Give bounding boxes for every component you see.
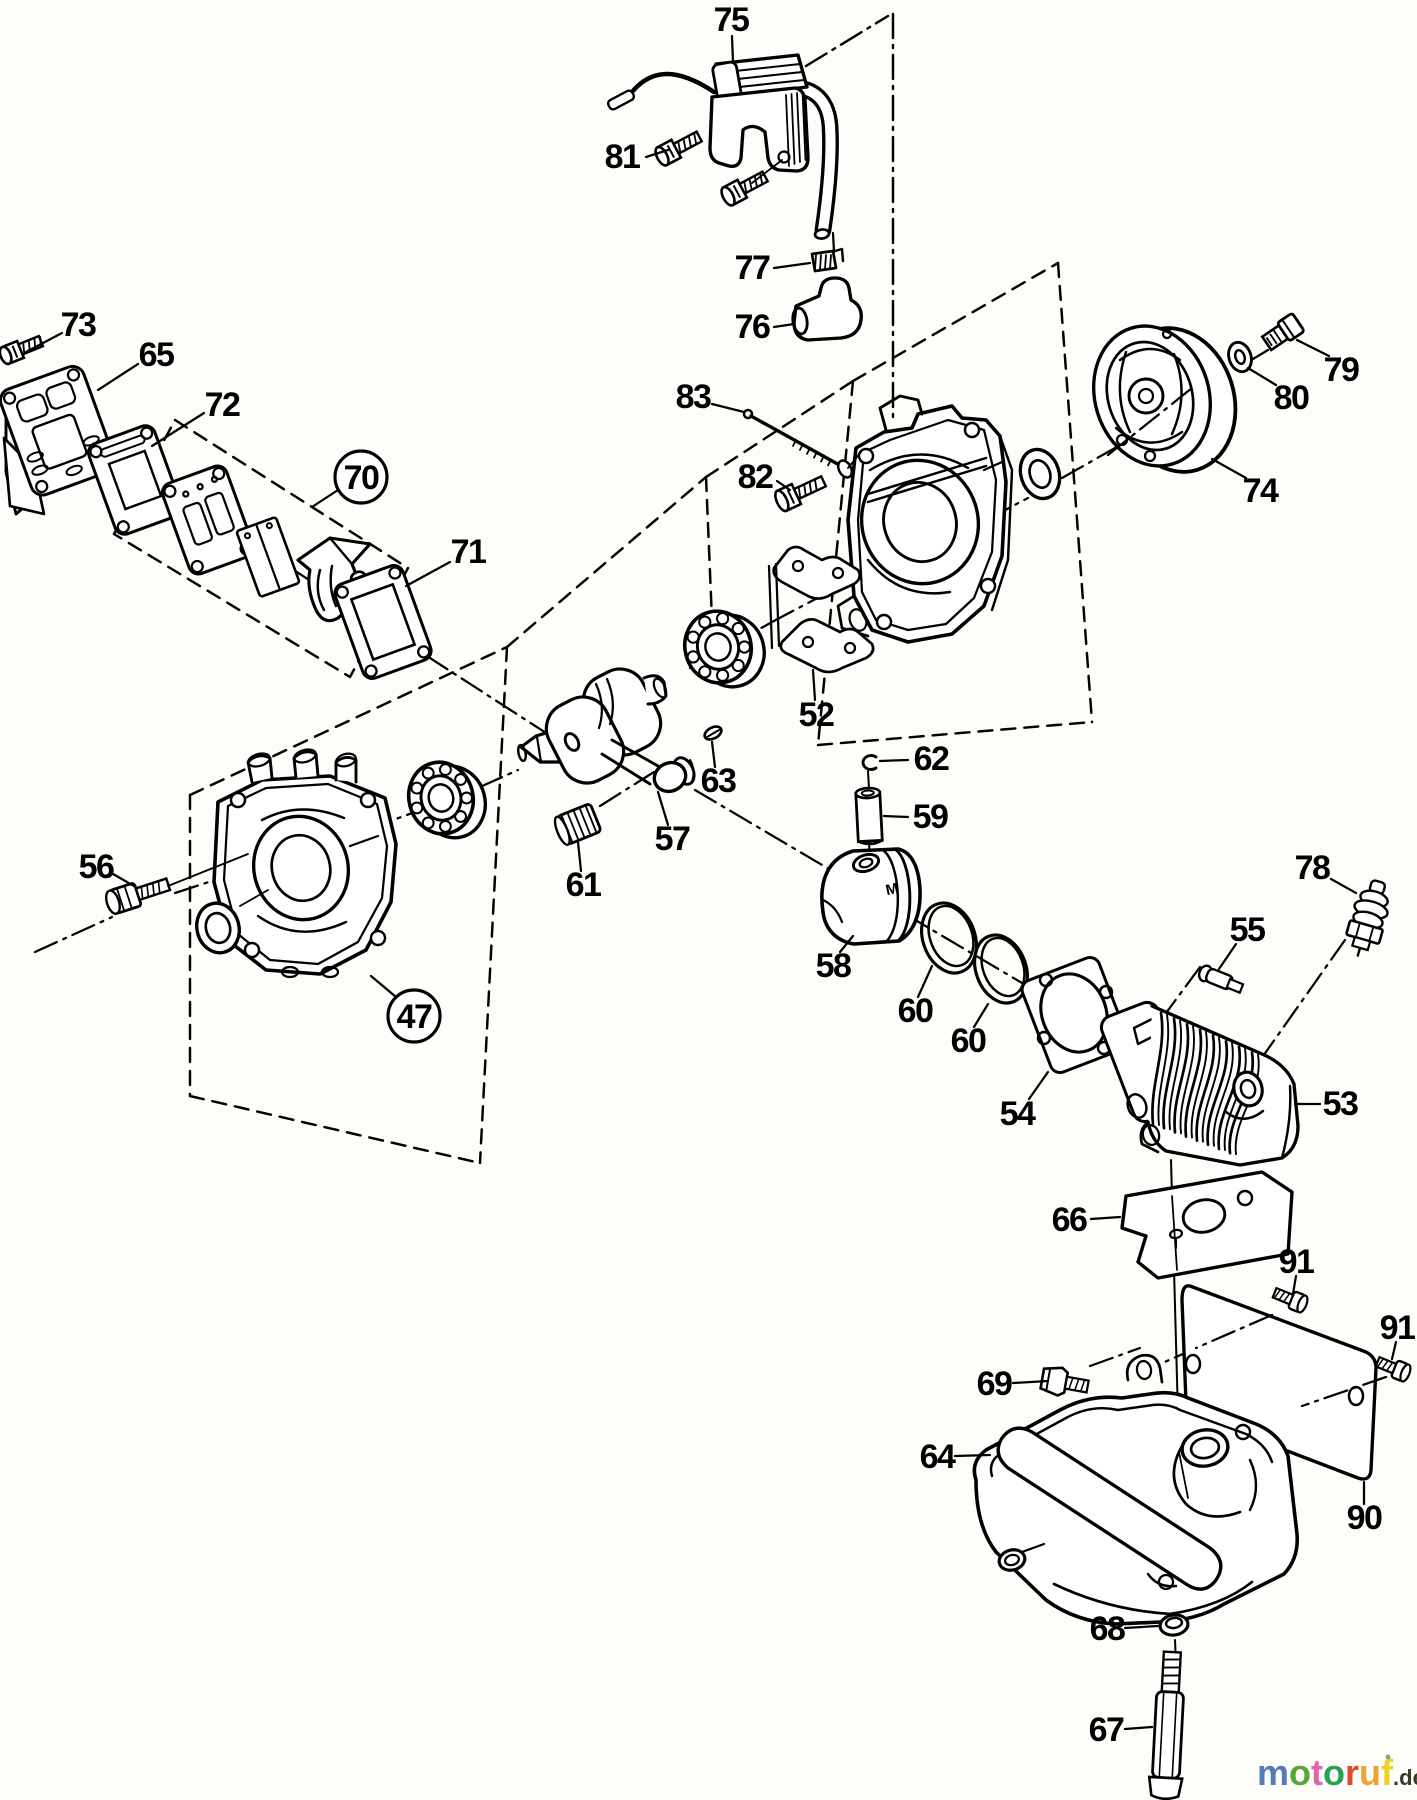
svg-text:80: 80 — [1274, 379, 1309, 417]
svg-text:66: 66 — [1052, 1201, 1087, 1239]
svg-text:56: 56 — [79, 848, 114, 886]
svg-text:motoruf.de: motoruf.de — [1257, 1752, 1417, 1793]
svg-text:47: 47 — [397, 998, 432, 1036]
svg-text:67: 67 — [1089, 1711, 1124, 1749]
svg-text:57: 57 — [655, 820, 690, 858]
svg-text:71: 71 — [451, 533, 486, 571]
svg-text:53: 53 — [1323, 1085, 1358, 1123]
svg-text:60: 60 — [898, 992, 933, 1030]
svg-text:82: 82 — [738, 458, 773, 496]
svg-text:61: 61 — [566, 866, 601, 904]
svg-text:73: 73 — [61, 306, 96, 344]
svg-text:76: 76 — [735, 308, 770, 346]
svg-text:68: 68 — [1090, 1610, 1125, 1648]
svg-text:63: 63 — [701, 762, 736, 800]
svg-text:55: 55 — [1230, 911, 1265, 949]
svg-text:78: 78 — [1295, 849, 1330, 887]
svg-text:83: 83 — [676, 378, 711, 416]
svg-text:91: 91 — [1279, 1243, 1314, 1281]
svg-text:74: 74 — [1243, 472, 1279, 510]
svg-text:54: 54 — [1000, 1095, 1036, 1133]
svg-text:90: 90 — [1347, 1499, 1382, 1537]
svg-text:75: 75 — [714, 1, 749, 39]
svg-text:77: 77 — [735, 249, 770, 287]
svg-text:81: 81 — [605, 138, 640, 176]
svg-text:72: 72 — [205, 386, 240, 424]
svg-text:62: 62 — [914, 740, 949, 778]
svg-text:65: 65 — [139, 336, 174, 374]
svg-text:64: 64 — [920, 1438, 956, 1476]
svg-text:70: 70 — [344, 459, 379, 497]
svg-text:69: 69 — [977, 1365, 1012, 1403]
svg-text:59: 59 — [913, 798, 948, 836]
svg-text:79: 79 — [1324, 351, 1359, 389]
svg-text:M: M — [884, 880, 900, 899]
svg-text:60: 60 — [951, 1022, 986, 1060]
svg-text:58: 58 — [816, 947, 851, 985]
svg-text:52: 52 — [799, 696, 834, 734]
svg-text:91: 91 — [1380, 1309, 1415, 1347]
